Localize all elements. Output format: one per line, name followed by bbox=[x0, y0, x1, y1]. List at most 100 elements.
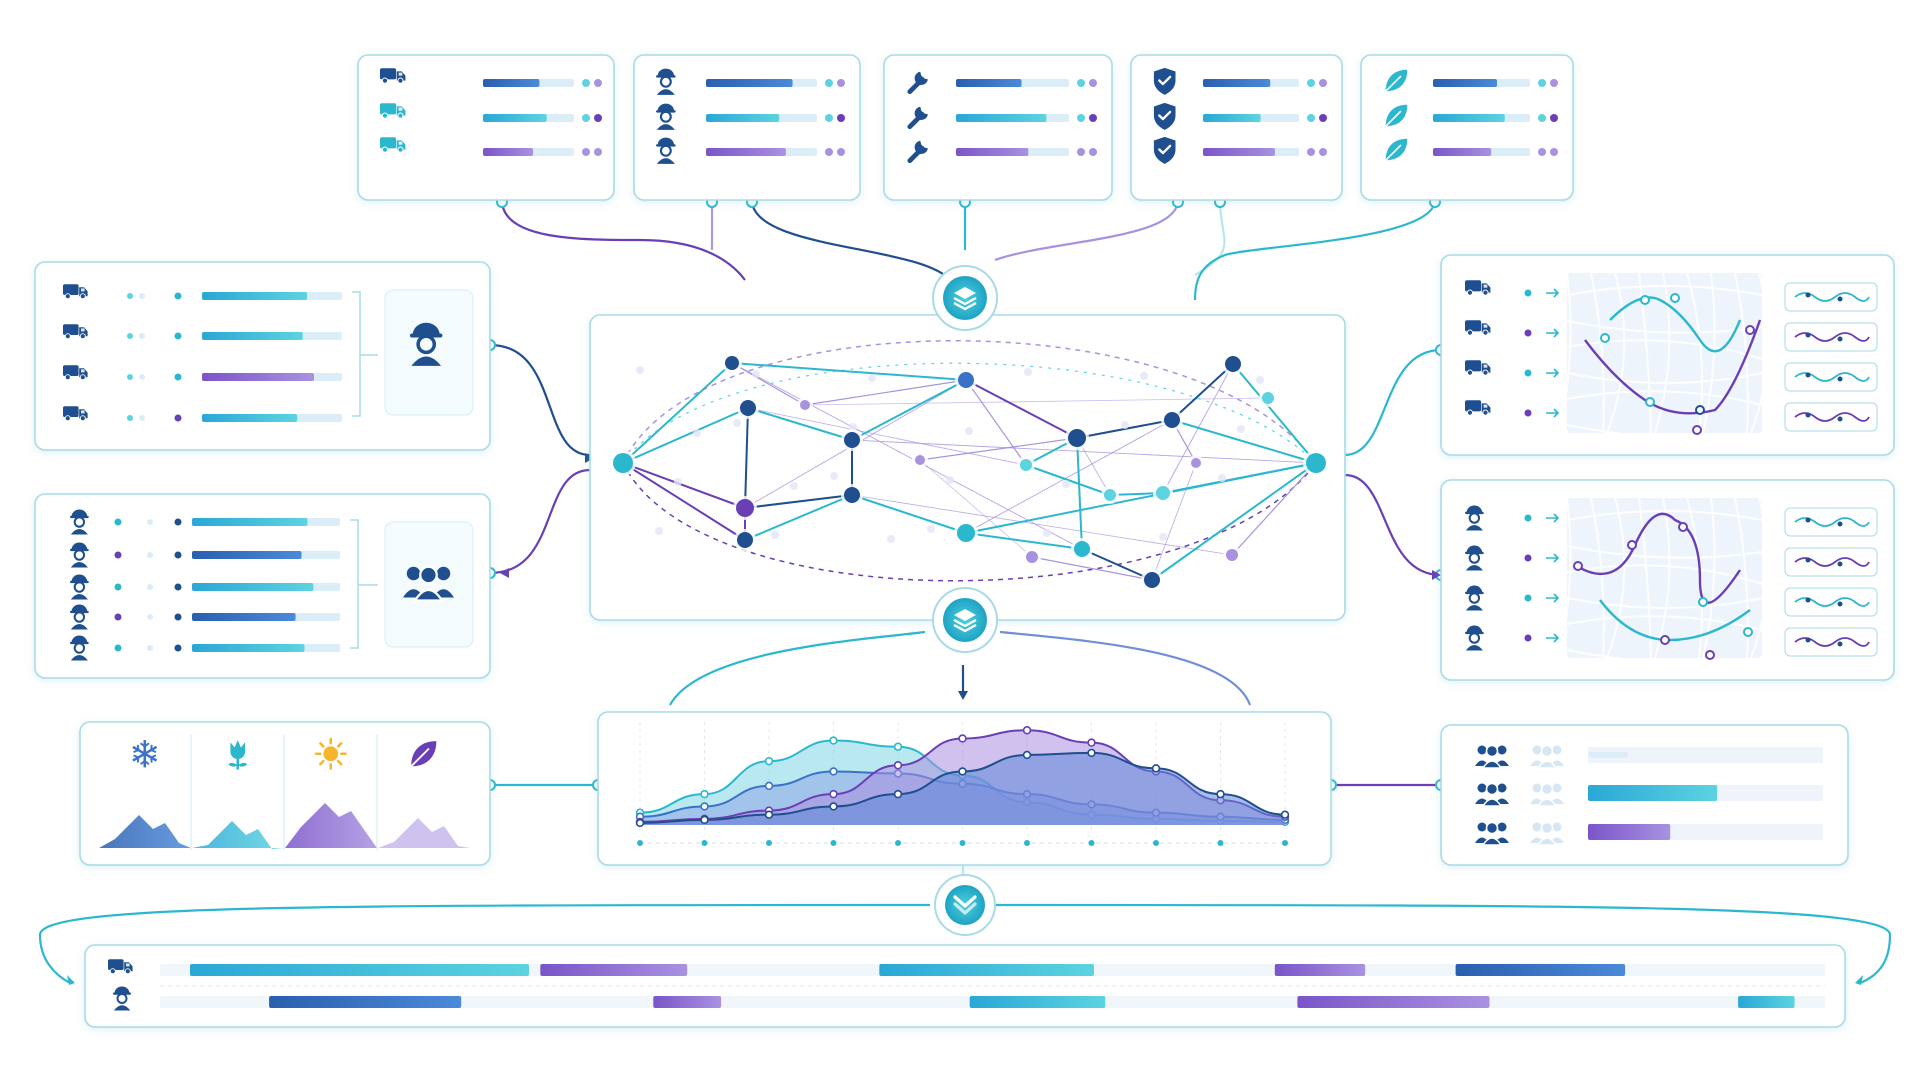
link-dot bbox=[127, 415, 133, 421]
map-street bbox=[1606, 272, 1626, 434]
timeline-panel-content bbox=[108, 959, 1825, 1011]
leaf-icon bbox=[1385, 104, 1408, 127]
route-stop bbox=[1692, 425, 1702, 435]
arrow-icon bbox=[1546, 368, 1560, 378]
truck-body bbox=[63, 365, 79, 376]
status-dot bbox=[1307, 114, 1315, 122]
arrowhead bbox=[500, 568, 509, 578]
route-chip bbox=[1784, 322, 1878, 352]
worker-body bbox=[656, 89, 675, 95]
hub-layer bbox=[932, 265, 998, 936]
worker-body bbox=[1465, 525, 1483, 531]
network-edge bbox=[965, 532, 1083, 550]
worker-body bbox=[70, 529, 88, 535]
status-dot bbox=[1077, 114, 1085, 122]
hub-middle[interactable] bbox=[932, 587, 998, 653]
data-point bbox=[1151, 764, 1161, 773]
person-body bbox=[1481, 837, 1503, 846]
resource-panel-4 bbox=[1130, 54, 1343, 201]
link-dot bbox=[147, 584, 153, 590]
person-head bbox=[1552, 783, 1562, 793]
map-street bbox=[1566, 424, 1763, 441]
layers-icon bbox=[953, 287, 977, 311]
shield-check-icon bbox=[1153, 67, 1176, 95]
worker-body bbox=[70, 624, 88, 630]
status-dot bbox=[1524, 369, 1532, 377]
snowflake-tip bbox=[133, 744, 157, 763]
network-node bbox=[613, 453, 633, 473]
connector-map-1 bbox=[1344, 348, 1442, 457]
status-dot bbox=[1524, 329, 1532, 337]
link-dot bbox=[147, 645, 153, 651]
group-bar-fill bbox=[1588, 785, 1718, 801]
resource-panel-content bbox=[907, 71, 1097, 164]
connector-timeline-right bbox=[994, 903, 1892, 985]
helmet bbox=[114, 986, 130, 994]
truck-wheel bbox=[64, 415, 71, 422]
truck-body bbox=[1465, 320, 1482, 332]
worker-face bbox=[659, 144, 672, 157]
fleet-bar-fill bbox=[202, 414, 298, 422]
truck-window bbox=[81, 288, 85, 292]
status-dot bbox=[1077, 148, 1085, 156]
truck-wheel bbox=[1466, 369, 1474, 376]
network-edge bbox=[965, 379, 1027, 466]
worker-body bbox=[1465, 645, 1483, 651]
crew-bar-fill bbox=[192, 613, 296, 621]
arrowhead bbox=[958, 691, 968, 700]
x-tick-marker bbox=[637, 840, 643, 846]
link-dot bbox=[147, 519, 153, 525]
data-point bbox=[958, 767, 967, 776]
helmet bbox=[1466, 625, 1483, 633]
map-street bbox=[1654, 272, 1671, 434]
hub-top[interactable] bbox=[932, 265, 998, 331]
faint-edge bbox=[731, 362, 1083, 550]
person-body bbox=[1481, 760, 1503, 769]
route-chip-dot bbox=[1805, 332, 1811, 338]
status-dot bbox=[594, 79, 602, 87]
map-street bbox=[1566, 320, 1763, 334]
status-dot bbox=[1538, 148, 1546, 156]
person-head bbox=[1497, 822, 1507, 832]
data-point bbox=[635, 818, 645, 828]
status-dot bbox=[114, 644, 122, 652]
link-dot bbox=[127, 333, 133, 339]
faint-edge bbox=[965, 419, 1173, 534]
network-node bbox=[1104, 489, 1116, 501]
route-chip bbox=[1784, 362, 1878, 392]
area-series-4 bbox=[640, 752, 1285, 825]
ghost-node bbox=[1062, 480, 1070, 488]
resource-panel-3 bbox=[883, 54, 1113, 201]
worker-face bbox=[116, 993, 128, 1004]
status-dot bbox=[1524, 554, 1532, 562]
crew-bar-fill bbox=[192, 644, 305, 652]
worker-face bbox=[73, 516, 86, 528]
status-dot bbox=[174, 373, 182, 381]
map-street bbox=[1750, 272, 1770, 434]
status-dot bbox=[1307, 79, 1315, 87]
team-icon bbox=[1530, 744, 1564, 769]
truck-wheel bbox=[381, 112, 389, 119]
fleet-panel-content bbox=[63, 284, 474, 422]
network-node bbox=[1191, 458, 1201, 468]
status-dot bbox=[582, 114, 590, 122]
status-dot bbox=[582, 148, 590, 156]
person-head bbox=[436, 566, 451, 581]
status-dot bbox=[114, 583, 122, 591]
worker-face bbox=[659, 75, 672, 88]
worker-icon bbox=[1465, 505, 1484, 531]
worker-icon bbox=[70, 604, 89, 630]
link-dot bbox=[174, 583, 182, 591]
faint-edge bbox=[747, 407, 1027, 466]
network-edge bbox=[851, 494, 967, 534]
layers-icon bbox=[953, 609, 977, 633]
fleet-bar-fill bbox=[202, 332, 303, 340]
person-body bbox=[1536, 837, 1558, 846]
hub-bottom[interactable] bbox=[934, 874, 996, 936]
person-head bbox=[1552, 745, 1562, 755]
x-tick-marker bbox=[766, 840, 772, 846]
truck-body bbox=[108, 959, 124, 970]
check bbox=[1158, 75, 1172, 86]
worker-icon bbox=[410, 322, 443, 366]
